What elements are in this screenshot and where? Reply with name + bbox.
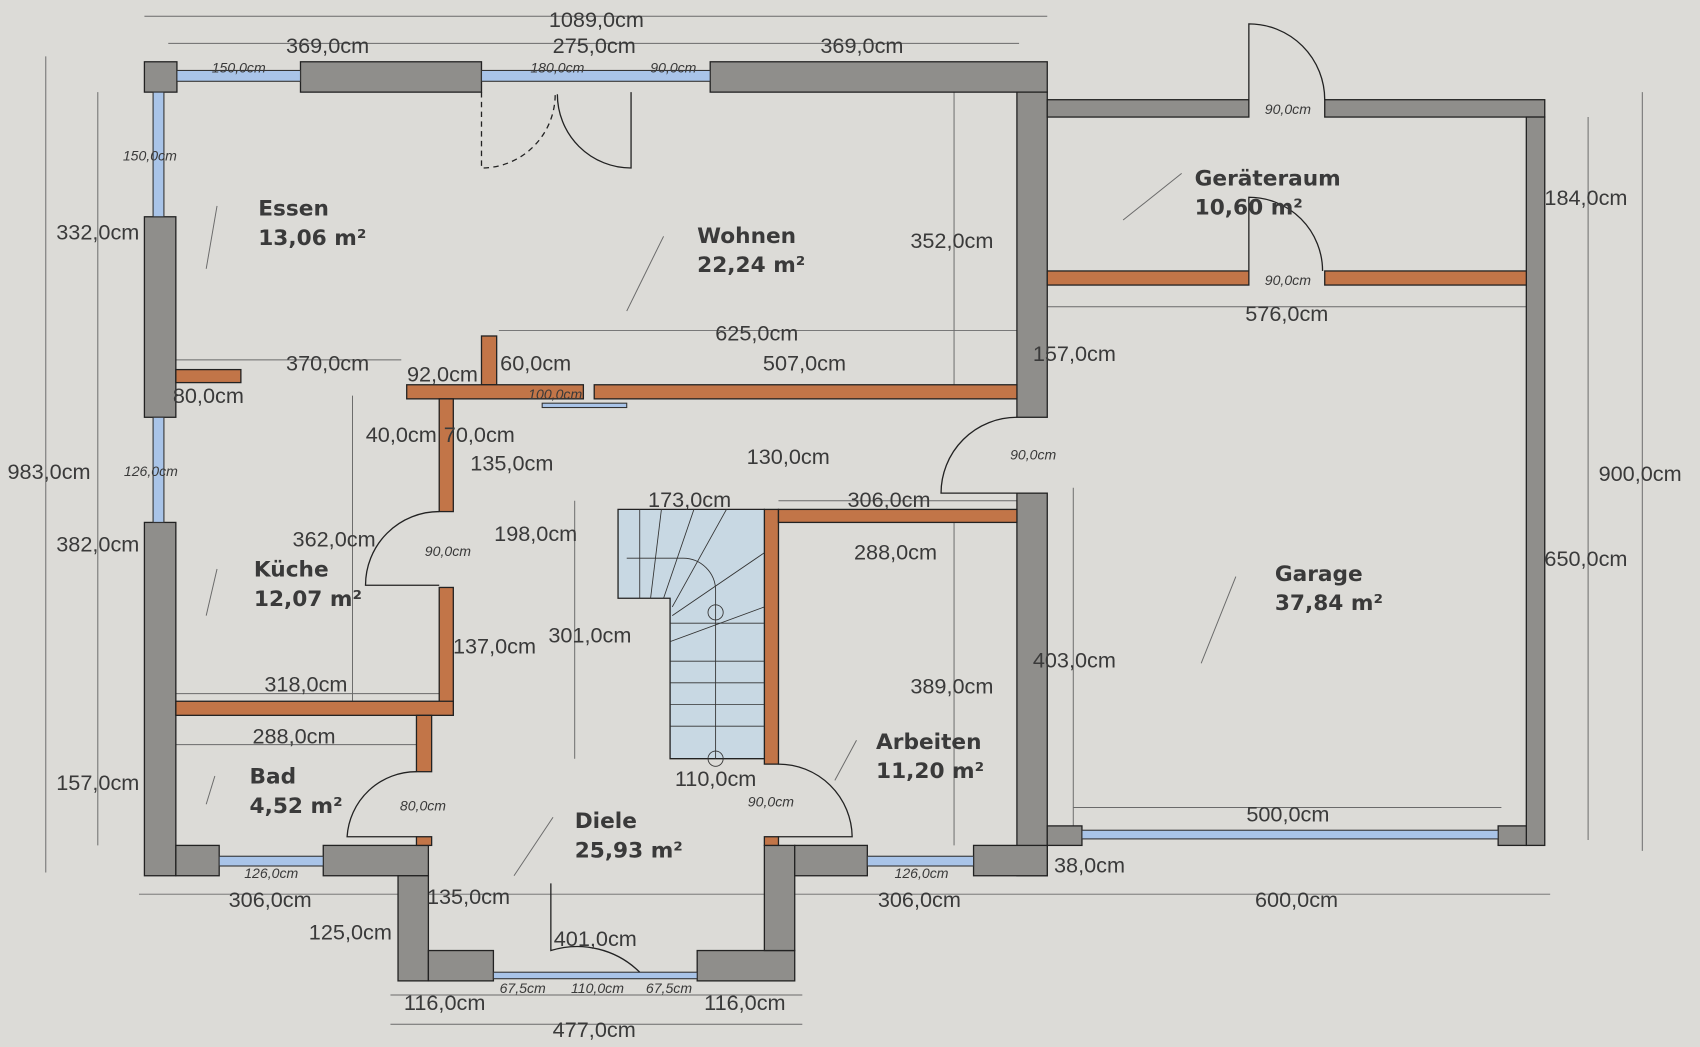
- dimension-label: 116,0cm: [704, 990, 785, 1015]
- dimension-lines: [45, 15, 1643, 1025]
- interior-walls: [175, 270, 1527, 847]
- doors: [346, 23, 1326, 973]
- dimension-label: 576,0cm: [1245, 301, 1328, 326]
- room-area: 10,60 m²: [1195, 196, 1303, 221]
- dimension-label: 135,0cm: [470, 450, 553, 475]
- room-arrows: [205, 173, 1237, 877]
- opening-width-label: 90,0cm: [1265, 101, 1311, 117]
- opening-width-label: 67,5cm: [500, 980, 546, 996]
- opening-width-label: 110,0cm: [571, 980, 624, 996]
- opening-width-label: 126,0cm: [124, 463, 178, 479]
- opening-labels: 150,0cm 180,0cm 90,0cm 150,0cm 126,0cm 90,0cm…: [123, 60, 1311, 996]
- room-area: 37,84 m²: [1275, 591, 1383, 616]
- dimension-label: 369,0cm: [286, 33, 369, 58]
- staircase: [617, 508, 766, 767]
- room-name: Bad: [250, 765, 297, 790]
- opening-width-label: 90,0cm: [425, 543, 471, 559]
- opening-width-label: 150,0cm: [123, 147, 177, 163]
- dimension-label: 389,0cm: [910, 674, 993, 699]
- dimension-label: 275,0cm: [553, 33, 636, 58]
- dimension-label: 288,0cm: [854, 539, 937, 564]
- dimension-label: 403,0cm: [1033, 648, 1116, 673]
- opening-width-label: 180,0cm: [530, 60, 584, 76]
- dimension-label: 650,0cm: [1544, 546, 1627, 571]
- dimension-label: 900,0cm: [1599, 461, 1682, 486]
- opening-width-label: 80,0cm: [400, 798, 446, 814]
- dimension-label: 157,0cm: [1033, 341, 1116, 366]
- dimension-label: 135,0cm: [427, 884, 510, 909]
- dimension-label: 600,0cm: [1255, 887, 1338, 912]
- dimension-label: 198,0cm: [494, 521, 577, 546]
- room-area: 4,52 m²: [250, 794, 343, 819]
- dimension-label: 288,0cm: [252, 724, 335, 749]
- opening-width-label: 90,0cm: [650, 60, 696, 76]
- dimension-label: 306,0cm: [878, 887, 961, 912]
- opening-width-label: 126,0cm: [895, 865, 949, 881]
- opening-width-label: 150,0cm: [212, 60, 266, 76]
- dimension-label: 92,0cm: [407, 362, 478, 387]
- room-area: 22,24 m²: [697, 253, 805, 278]
- exterior-walls: [143, 61, 1546, 982]
- dimension-label: 318,0cm: [264, 671, 347, 696]
- room-name: Essen: [258, 197, 329, 222]
- opening-width-label: 90,0cm: [1010, 447, 1056, 463]
- dimension-label: 477,0cm: [553, 1017, 636, 1042]
- dimension-label: 500,0cm: [1246, 802, 1329, 827]
- windows: [152, 69, 1499, 980]
- dimension-label: 137,0cm: [453, 634, 536, 659]
- dimension-labels: 1089,0cm 369,0cm 275,0cm 369,0cm 332,0cm 352,…: [8, 7, 1682, 1042]
- room-area: 13,06 m²: [258, 226, 366, 251]
- opening-width-label: 100,0cm: [528, 386, 582, 402]
- opening-width-label: 90,0cm: [748, 793, 794, 809]
- dimension-label: 362,0cm: [293, 526, 376, 551]
- dimension-label: 70,0cm: [444, 422, 515, 447]
- dimension-label: 306,0cm: [847, 487, 930, 512]
- dimension-label: 40,0cm: [366, 422, 437, 447]
- room-area: 25,93 m²: [575, 838, 683, 863]
- room-name: Arbeiten: [876, 730, 982, 755]
- dimension-label: 401,0cm: [554, 926, 637, 951]
- dimension-label: 370,0cm: [286, 351, 369, 376]
- dimension-label: 352,0cm: [910, 228, 993, 253]
- dimension-label: 301,0cm: [548, 623, 631, 648]
- room-name: Diele: [575, 809, 637, 834]
- room-labels: Essen 13,06 m² Wohnen 22,24 m² Geräteraum 10,…: [250, 166, 1383, 863]
- dimension-label: 507,0cm: [763, 351, 846, 376]
- dimension-label: 382,0cm: [56, 532, 139, 557]
- room-area: 12,07 m²: [254, 587, 362, 612]
- dimension-label: 983,0cm: [8, 459, 91, 484]
- dimension-label: 184,0cm: [1544, 185, 1627, 210]
- room-name: Küche: [254, 558, 329, 583]
- dimension-label: 60,0cm: [500, 351, 571, 376]
- room-name: Geräteraum: [1195, 166, 1341, 191]
- dimension-label: 38,0cm: [1054, 853, 1125, 878]
- dimension-label: 116,0cm: [404, 990, 485, 1015]
- dimension-label: 1089,0cm: [549, 7, 644, 32]
- dimension-label: 130,0cm: [747, 444, 830, 469]
- opening-width-label: 126,0cm: [244, 865, 298, 881]
- dimension-label: 173,0cm: [648, 487, 731, 512]
- opening-width-label: 67,5cm: [646, 980, 692, 996]
- dimension-label: 306,0cm: [229, 887, 312, 912]
- dimension-label: 369,0cm: [820, 33, 903, 58]
- room-area: 11,20 m²: [876, 759, 984, 784]
- opening-width-label: 90,0cm: [1265, 272, 1311, 288]
- room-name: Wohnen: [697, 224, 796, 249]
- dimension-label: 125,0cm: [309, 920, 392, 945]
- dimension-label: 157,0cm: [56, 770, 139, 795]
- dimension-label: 110,0cm: [675, 766, 756, 791]
- room-name: Garage: [1275, 562, 1363, 587]
- dimension-label: 80,0cm: [173, 383, 244, 408]
- dimension-label: 332,0cm: [56, 220, 139, 245]
- dimension-label: 625,0cm: [715, 320, 798, 345]
